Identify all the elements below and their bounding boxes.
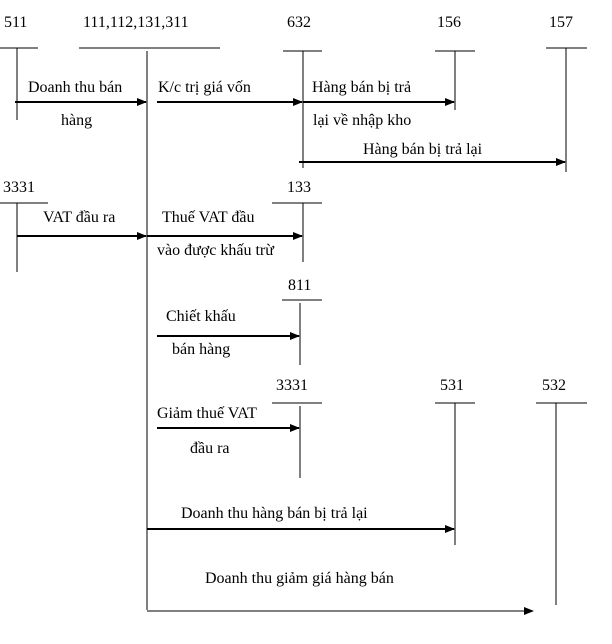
account-main-label: 111,112,131,311 [83,14,189,31]
account-156-label: 156 [437,14,461,31]
account-133-label: 133 [287,179,311,196]
flow-returned-goods: Hàng bán bị trả lại [363,141,483,158]
flow-revenue-line2: hàng [61,112,92,129]
flow-return-stock-line1: Hàng bán bị trả [312,79,411,96]
flow-revenue-line1: Doanh thu bán [28,79,122,96]
flow-vat-input-line2: vào được khấu trừ [157,242,275,259]
account-532-label: 532 [542,377,566,394]
flow-returned-revenue: Doanh thu hàng bán bị trả lại [181,505,368,522]
flow-vat-output: VAT đầu ra [43,209,115,226]
flow-vat-input-line1: Thuế VAT đầu [162,209,254,226]
account-3331-left-label: 3331 [3,179,35,196]
flow-discount-line2: bán hàng [172,341,230,358]
account-511-label: 511 [4,14,27,31]
account-811-label: 811 [288,277,311,294]
account-531-label: 531 [440,377,464,394]
flow-price-reduction-revenue: Doanh thu giảm giá hàng bán [205,570,394,587]
account-632-label: 632 [287,14,311,31]
flow-discount-line1: Chiết khấu [166,308,236,325]
flow-return-stock-line2: lại về nhập kho [313,112,411,129]
account-3331-right-label: 3331 [276,377,308,394]
account-157-label: 157 [549,14,573,31]
flow-cogs: K/c trị giá vốn [158,79,251,96]
flow-vat-reduce-line1: Giảm thuế VAT [157,405,257,422]
flow-vat-reduce-line2: đầu ra [190,440,230,457]
